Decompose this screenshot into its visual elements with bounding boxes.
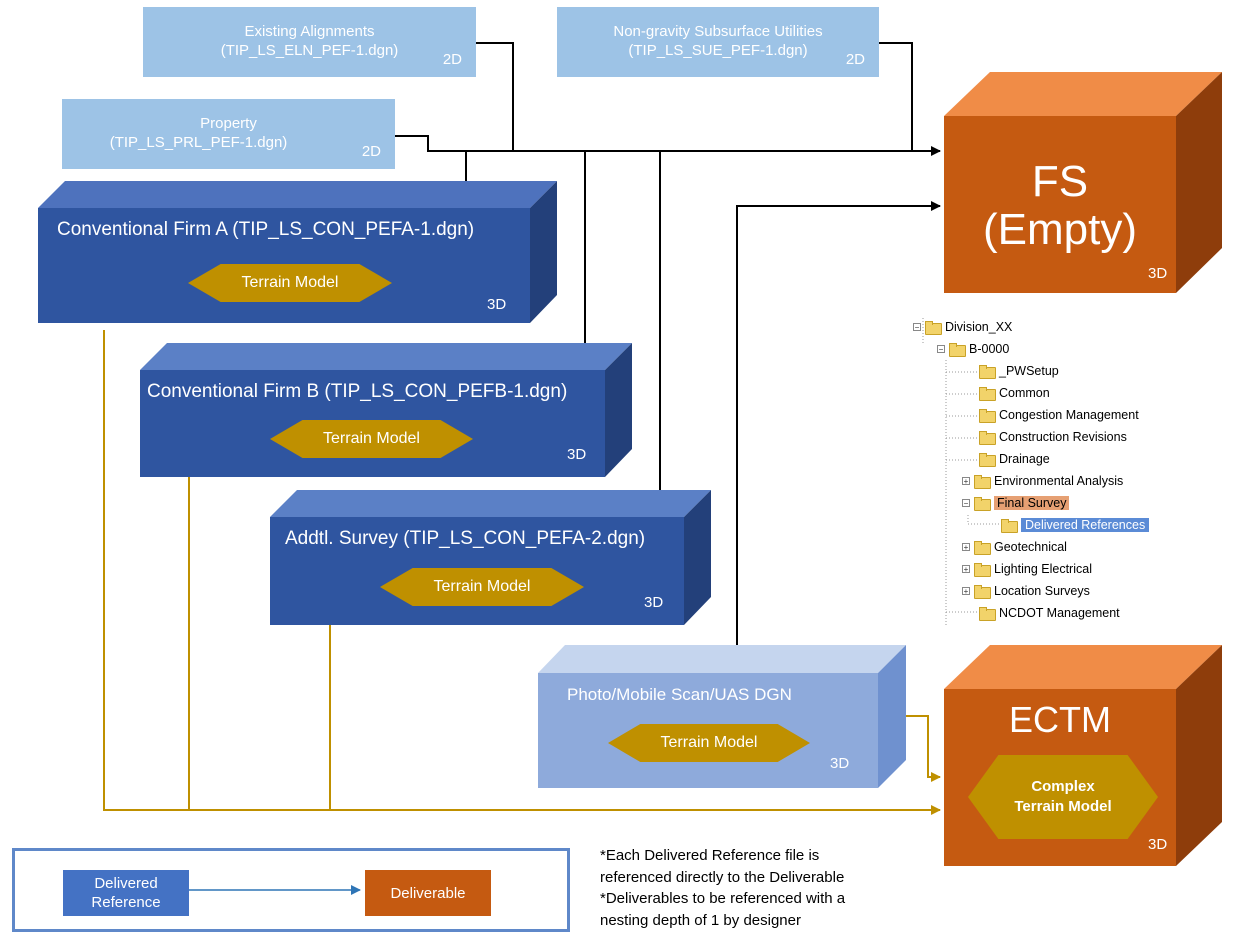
- legend: Delivered Reference Deliverable: [12, 848, 570, 932]
- tree-node-construction[interactable]: Construction Revisions: [979, 428, 1127, 446]
- box-photo-mobile: [538, 645, 906, 788]
- folder-icon: [979, 431, 996, 445]
- collapse-icon[interactable]: −: [962, 499, 970, 508]
- note-line-4: nesting depth of 1 by designer: [600, 911, 801, 929]
- ectm-model-line2: Terrain Model: [1014, 798, 1112, 815]
- tree-label: Lighting Electrical: [994, 562, 1092, 576]
- tree-label: Construction Revisions: [999, 430, 1127, 444]
- collapse-icon[interactable]: −: [913, 323, 921, 332]
- legend-deliverable: Deliverable: [365, 870, 491, 916]
- tree-node-division[interactable]: − Division_XX: [913, 318, 1012, 336]
- fs-line1: FS: [1031, 157, 1089, 206]
- box-firm-b: [140, 343, 632, 477]
- box-fs: [944, 72, 1222, 293]
- folder-open-icon: [1001, 519, 1018, 533]
- note-line-2: referenced directly to the Deliverable: [600, 868, 845, 886]
- folder-icon: [979, 607, 996, 621]
- firm-b-title: Conventional Firm B (TIP_LS_CON_PEFB-1.d…: [147, 381, 568, 402]
- tree-label: B-0000: [969, 342, 1010, 356]
- addtl-survey-title: Addtl. Survey (TIP_LS_CON_PEFA-2.dgn): [285, 528, 646, 549]
- photo-mobile-title: Photo/Mobile Scan/UAS DGN: [567, 685, 792, 704]
- collapse-icon[interactable]: −: [937, 345, 945, 354]
- firm-a-terrain-model: Terrain Model: [188, 264, 392, 302]
- note-line-1: *Each Delivered Reference file is: [600, 847, 820, 864]
- folder-icon: [974, 585, 991, 599]
- existing-alignments-file: (TIP_LS_ELN_PEF-1.dgn): [220, 42, 399, 59]
- expand-icon[interactable]: +: [962, 587, 970, 596]
- property-box: Property (TIP_LS_PRL_PEF-1.dgn) 2D: [62, 99, 395, 169]
- legend-delivered-reference: Delivered Reference: [63, 870, 189, 916]
- tree-label: NCDOT Management: [999, 606, 1120, 620]
- connectors-to-fs: [395, 42, 941, 645]
- tree-node-lighting[interactable]: + Lighting Electrical: [962, 560, 1092, 578]
- folder-open-icon: [925, 321, 942, 335]
- addtl-survey-tag: 3D: [644, 594, 664, 611]
- tree-node-congestion[interactable]: Congestion Management: [979, 406, 1139, 424]
- tree-label: Location Surveys: [994, 584, 1090, 598]
- folder-tree: − Division_XX − B-0000 _PWSetup Common C…: [905, 315, 1165, 625]
- notes: *Each Delivered Reference file is refere…: [600, 845, 920, 931]
- photo-mobile-tag: 3D: [830, 755, 850, 772]
- firm-a-tag: 3D: [487, 296, 507, 313]
- tree-node-geotechnical[interactable]: + Geotechnical: [962, 538, 1067, 556]
- box-firm-a: [38, 181, 557, 323]
- tree-lines: [922, 318, 1000, 625]
- property-name: Property: [200, 115, 257, 132]
- tree-node-delivered-references[interactable]: Delivered References: [1001, 516, 1150, 534]
- fs-line2: (Empty): [983, 205, 1137, 255]
- tree-label: Geotechnical: [994, 540, 1067, 554]
- existing-alignments-name: Existing Alignments: [244, 23, 375, 40]
- folder-icon: [974, 475, 991, 489]
- subsurface-utilities-file: (TIP_LS_SUE_PEF-1.dgn): [628, 42, 808, 59]
- folder-icon: [974, 563, 991, 577]
- connectors-to-ectm: [103, 330, 941, 815]
- ectm-complex-terrain-model: Complex Terrain Model: [968, 755, 1158, 839]
- tree-node-environmental[interactable]: + Environmental Analysis: [962, 472, 1123, 490]
- folder-open-icon: [974, 497, 991, 511]
- tree-node-ncdot[interactable]: NCDOT Management: [979, 604, 1120, 622]
- tree-label: Division_XX: [945, 320, 1013, 334]
- photo-mobile-terrain-model: Terrain Model: [608, 724, 810, 762]
- existing-alignments-box: Existing Alignments (TIP_LS_ELN_PEF-1.dg…: [143, 7, 476, 77]
- tree-label: Delivered References: [1021, 518, 1150, 532]
- tree-label: _PWSetup: [999, 364, 1059, 378]
- tree-node-final-survey[interactable]: − Final Survey: [962, 494, 1070, 512]
- folder-icon: [979, 453, 996, 467]
- tree-label: Drainage: [999, 452, 1050, 466]
- note-line-3: *Deliverables to be referenced with a: [600, 890, 846, 907]
- property-file: (TIP_LS_PRL_PEF-1.dgn): [109, 134, 288, 151]
- tree-label: Common: [999, 386, 1050, 400]
- property-tag: 2D: [361, 143, 381, 160]
- firm-a-title: Conventional Firm A (TIP_LS_CON_PEFA-1.d…: [57, 219, 475, 240]
- folder-icon: [979, 387, 996, 401]
- firm-b-terrain-model: Terrain Model: [270, 420, 473, 458]
- tree-label: Congestion Management: [999, 408, 1139, 422]
- subsurface-utilities-name: Non-gravity Subsurface Utilities: [613, 23, 823, 40]
- fs-title: FS (Empty): [944, 157, 1176, 255]
- subsurface-utilities-tag: 2D: [845, 51, 865, 68]
- tree-node-common[interactable]: Common: [979, 384, 1050, 402]
- fs-tag: 3D: [1148, 265, 1168, 282]
- expand-icon[interactable]: +: [962, 477, 970, 486]
- tree-node-drainage[interactable]: Drainage: [979, 450, 1050, 468]
- tree-node-pwsetup[interactable]: _PWSetup: [979, 362, 1059, 380]
- expand-icon[interactable]: +: [962, 543, 970, 552]
- firm-b-tag: 3D: [567, 446, 587, 463]
- expand-icon[interactable]: +: [962, 565, 970, 574]
- tree-node-project[interactable]: − B-0000: [937, 340, 1009, 358]
- ectm-title: ECTM: [1009, 699, 1111, 740]
- folder-icon: [979, 409, 996, 423]
- existing-alignments-tag: 2D: [442, 51, 462, 68]
- subsurface-utilities-box: Non-gravity Subsurface Utilities (TIP_LS…: [557, 7, 879, 77]
- ectm-model-line1: Complex: [1031, 778, 1095, 795]
- folder-icon: [979, 365, 996, 379]
- ectm-tag: 3D: [1148, 836, 1168, 853]
- tree-label: Environmental Analysis: [994, 474, 1124, 488]
- tree-node-location-surveys[interactable]: + Location Surveys: [962, 582, 1090, 600]
- folder-icon: [974, 541, 991, 555]
- tree-label: Final Survey: [994, 496, 1070, 510]
- addtl-survey-terrain-model: Terrain Model: [380, 568, 584, 606]
- project-folder-icon: [949, 343, 966, 357]
